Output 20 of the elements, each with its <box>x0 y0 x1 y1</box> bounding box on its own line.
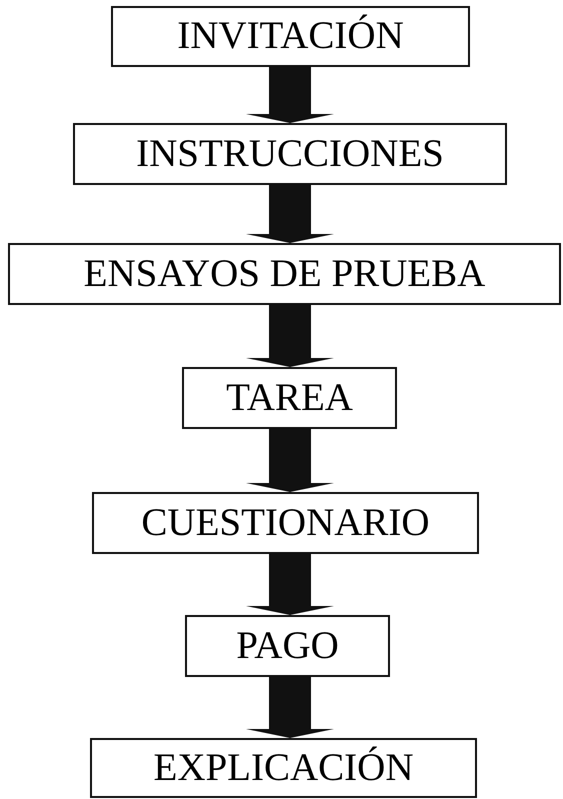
block-arrow <box>246 67 334 123</box>
step-label: INSTRUCCIONES <box>136 132 444 176</box>
block-arrow <box>246 554 334 615</box>
process-box <box>92 492 479 554</box>
process-box <box>90 738 477 798</box>
block-arrow <box>246 677 334 738</box>
process-box <box>73 123 507 185</box>
process-box <box>185 615 390 677</box>
step-label: INVITACIÓN <box>177 15 404 58</box>
block-arrow <box>246 429 334 492</box>
process-box <box>8 243 561 305</box>
block-arrow <box>246 185 334 243</box>
step-label: EXPLICACIÓN <box>154 746 414 790</box>
step-label: CUESTIONARIO <box>141 502 430 544</box>
block-arrow <box>246 305 334 367</box>
process-box <box>111 6 470 67</box>
step-label: TAREA <box>226 376 353 420</box>
step-label: ENSAYOS DE PRUEBA <box>84 252 486 296</box>
step-label: PAGO <box>236 624 339 668</box>
process-box <box>182 367 397 429</box>
